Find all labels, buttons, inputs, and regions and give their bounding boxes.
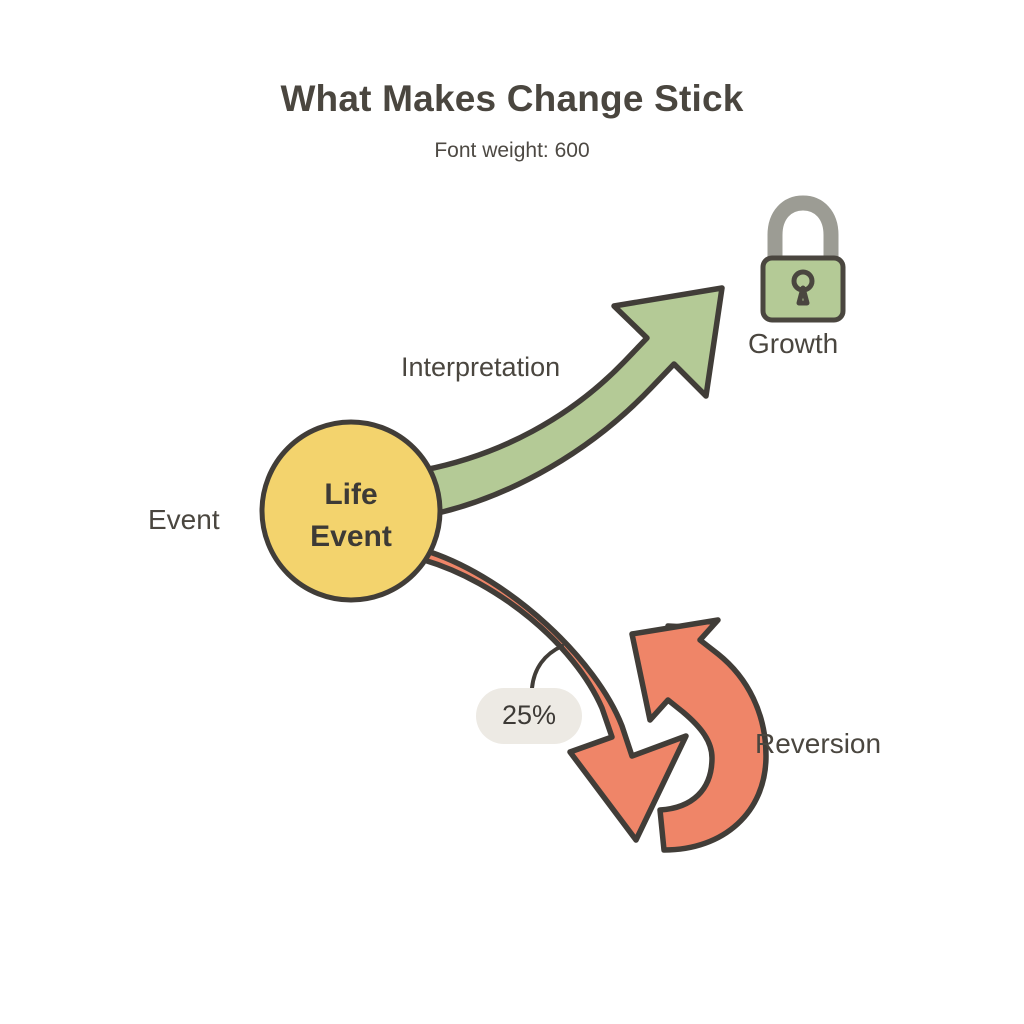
- branch-reversion-down[interactable]: [421, 549, 689, 843]
- label-reversion: Reversion: [755, 728, 881, 759]
- lock-keyhole-stem-icon: [796, 285, 810, 306]
- branch-growth[interactable]: [421, 285, 725, 517]
- lock-shackle-icon: [767, 195, 839, 271]
- badge-pill: [476, 688, 582, 744]
- growth-arrow-body: [421, 285, 725, 517]
- page-title: What Makes Change Stick: [280, 78, 744, 119]
- life-event-circle: [259, 419, 443, 603]
- label-growth: Growth: [748, 328, 838, 359]
- badge-value: 25%: [502, 700, 556, 730]
- life-event-label-line1: Life: [324, 478, 377, 511]
- percentage-badge[interactable]: 25%: [476, 644, 582, 744]
- reversion-down-arrow-body: [421, 549, 689, 843]
- page-subtitle: Font weight: 600: [434, 139, 590, 162]
- badge-leader-line: [530, 644, 564, 690]
- lock-icon: [760, 195, 846, 323]
- life-event-label-line2: Event: [310, 520, 392, 553]
- reversion-loop-outline: [629, 617, 769, 853]
- label-interpretation: Interpretation: [401, 352, 560, 382]
- node-life-event[interactable]: Life Event: [259, 419, 443, 603]
- label-event: Event: [148, 504, 220, 535]
- reversion-loop-shape[interactable]: [629, 617, 769, 853]
